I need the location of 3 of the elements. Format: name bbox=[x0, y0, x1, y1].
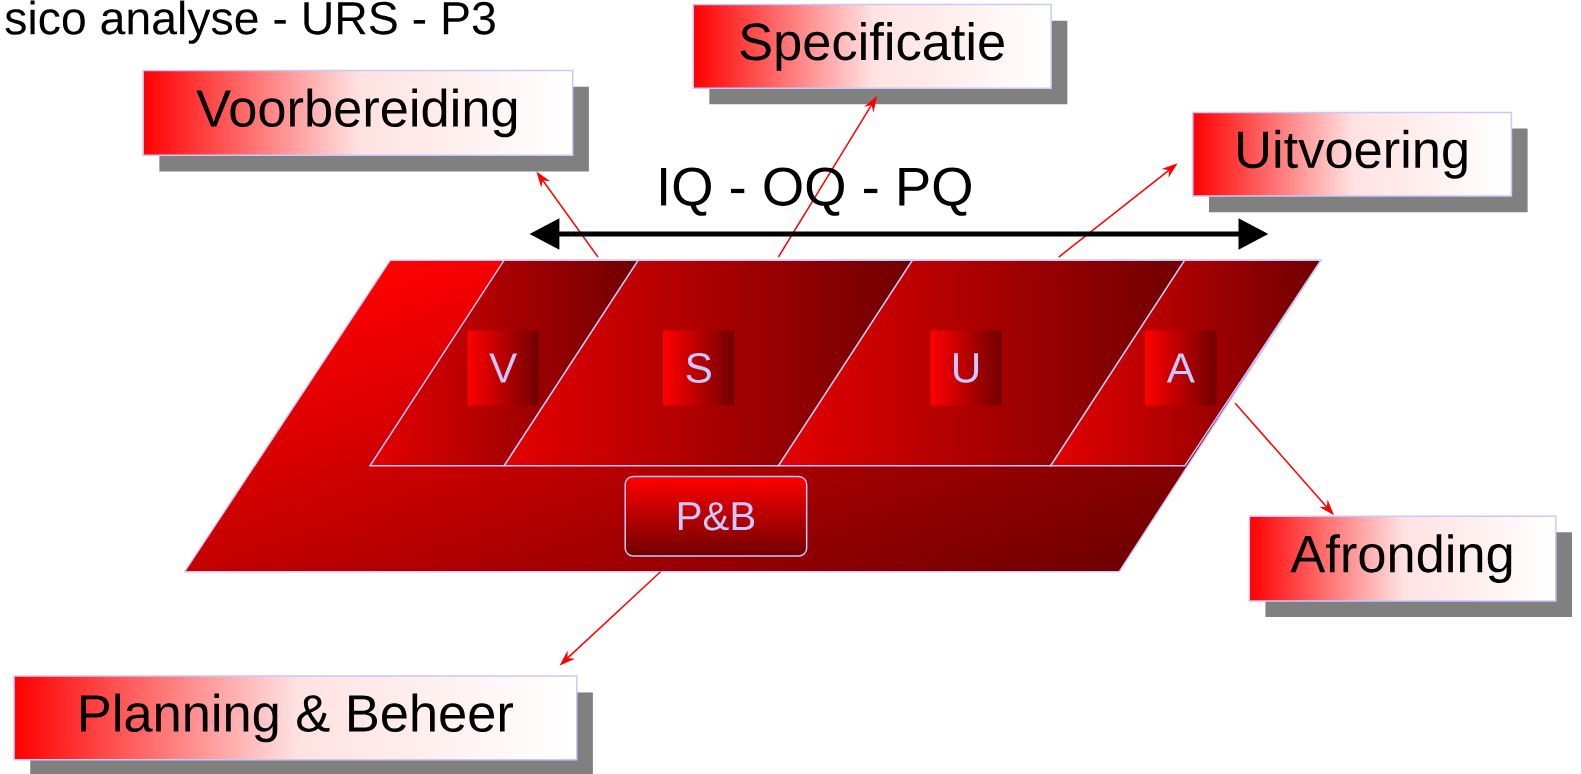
title: sico analyse - URS - P3 bbox=[5, 0, 495, 44]
label-box: Planning & Beheer bbox=[13, 675, 593, 774]
rounded-box: P&B bbox=[624, 475, 808, 557]
